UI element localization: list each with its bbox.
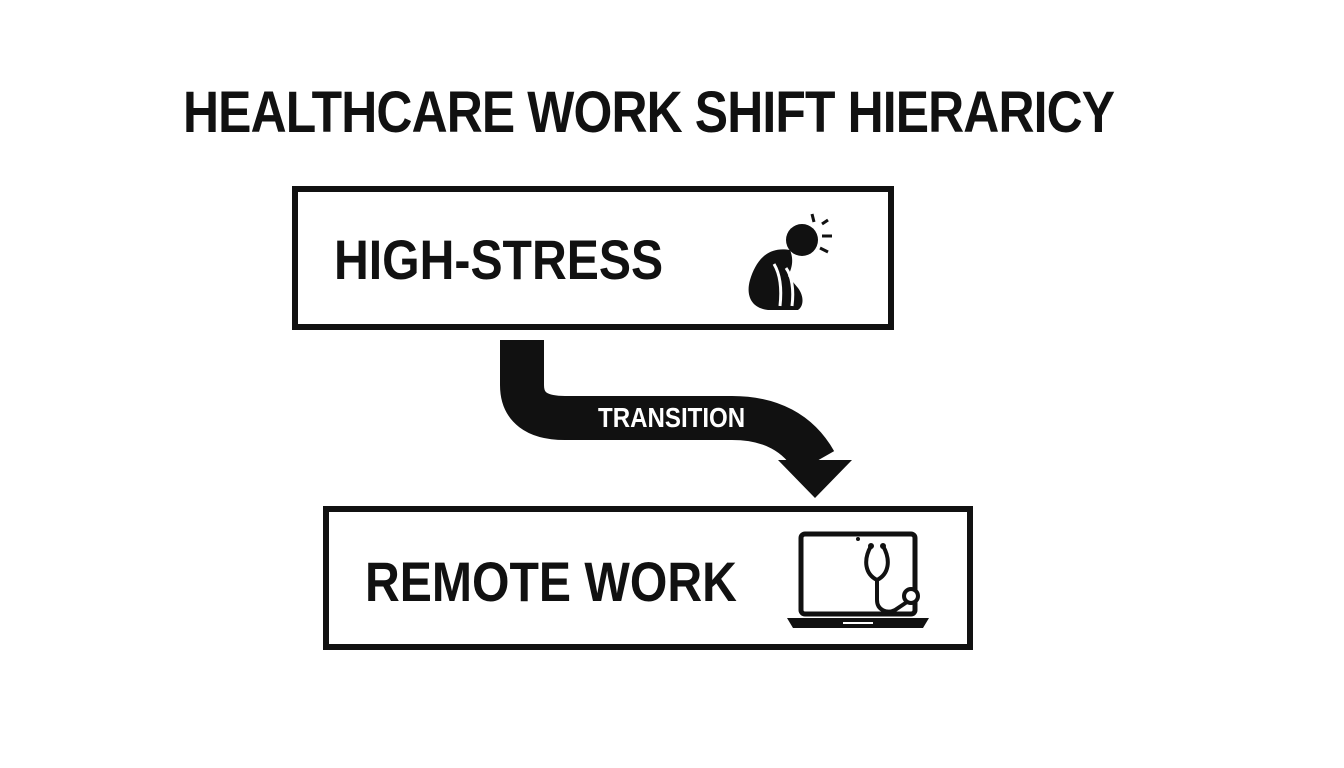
laptop-stethoscope-icon (787, 531, 929, 628)
node-label-remote-work: REMOTE WORK (365, 550, 737, 613)
transition-label: TRANSITION (598, 402, 746, 433)
transition-arrow-body (500, 340, 835, 474)
diagram-title: HEALTHCARE WORK SHIFT HIERARICY (183, 80, 1115, 145)
node-remote-work: REMOTE WORK (323, 506, 973, 650)
node-high-stress: HIGH-STRESS (292, 186, 894, 330)
node-label-high-stress: HIGH-STRESS (334, 228, 664, 291)
transition-arrow-head (778, 460, 852, 498)
stressed-person-icon (748, 213, 832, 310)
